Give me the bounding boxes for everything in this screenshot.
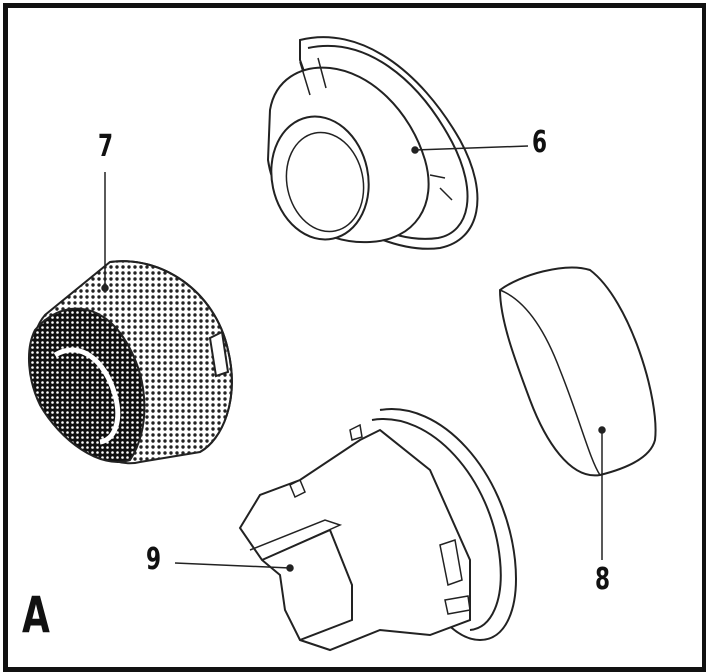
- callout-8: 8: [595, 562, 611, 597]
- callout-9: 9: [146, 542, 162, 577]
- leader-dot-6: [411, 146, 419, 154]
- part-9-cyclone-housing: [238, 408, 517, 652]
- callout-7: 7: [98, 129, 114, 164]
- leader-dot-9: [286, 564, 294, 572]
- leader-lines: [101, 145, 606, 572]
- leader-dot-7: [101, 284, 109, 292]
- panel-label: A: [22, 586, 50, 644]
- part-6-filter-cap: [266, 36, 479, 250]
- callout-6: 6: [532, 125, 548, 160]
- part-8-foam-filter: [498, 266, 657, 477]
- part-7-mesh-filter: [28, 260, 233, 465]
- leader-dot-8: [598, 426, 606, 434]
- leader-line-9: [174, 562, 291, 569]
- leader-line-6: [414, 145, 529, 151]
